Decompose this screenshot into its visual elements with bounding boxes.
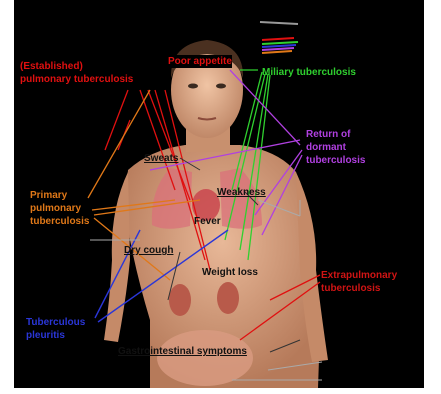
established-tb-label: (Established) pulmonary tuberculosis: [20, 60, 133, 86]
dry-cough-label: Dry cough: [124, 244, 173, 257]
poor-appetite-label: Poor appetite: [168, 55, 232, 68]
extrapulmonary-tb-label: Extrapulmonary tuberculosis: [321, 269, 397, 295]
legend-gray-bar: [260, 22, 298, 24]
dormant-line1: Return of: [306, 129, 350, 140]
legend-purple-bar: [262, 48, 294, 50]
miliary-tb-label: Miliary tuberculosis: [262, 66, 356, 79]
legend-blue-bar: [262, 45, 296, 47]
primary-line2: pulmonary: [30, 203, 81, 214]
eye-right: [216, 84, 226, 89]
established-tb-line2: pulmonary tuberculosis: [20, 74, 133, 85]
kidney-left: [169, 284, 191, 316]
primary-line3: tuberculosis: [30, 216, 89, 227]
gastrointestinal-label: Gastrointestinal symptoms: [118, 345, 247, 358]
pleuritis-line1: Tuberculous: [26, 317, 85, 328]
tb-pleuritis-label: Tuberculous pleuritis: [26, 316, 85, 342]
extrapulmonary-line1: Extrapulmonary: [321, 270, 397, 281]
weakness-label: Weakness: [217, 186, 266, 199]
established-tb-line1: (Established): [20, 61, 83, 72]
legend-red-bar: [262, 38, 294, 40]
return-dormant-tb-label: Return of dormant tuberculosis: [306, 128, 365, 167]
legend-orange-bar: [262, 51, 292, 53]
pleuritis-line2: pleuritis: [26, 330, 65, 341]
dormant-line2: dormant: [306, 142, 346, 153]
legend-green-bar: [262, 42, 298, 44]
primary-tb-label: Primary pulmonary tuberculosis: [30, 189, 89, 228]
primary-line1: Primary: [30, 190, 67, 201]
sweats-label: Sweats: [144, 152, 178, 165]
kidney-right: [217, 282, 239, 314]
eye-left: [188, 84, 198, 89]
weight-loss-label: Weight loss: [202, 266, 258, 279]
dormant-line3: tuberculosis: [306, 155, 365, 166]
fever-label: Fever: [194, 215, 221, 228]
extrapulmonary-line2: tuberculosis: [321, 283, 380, 294]
